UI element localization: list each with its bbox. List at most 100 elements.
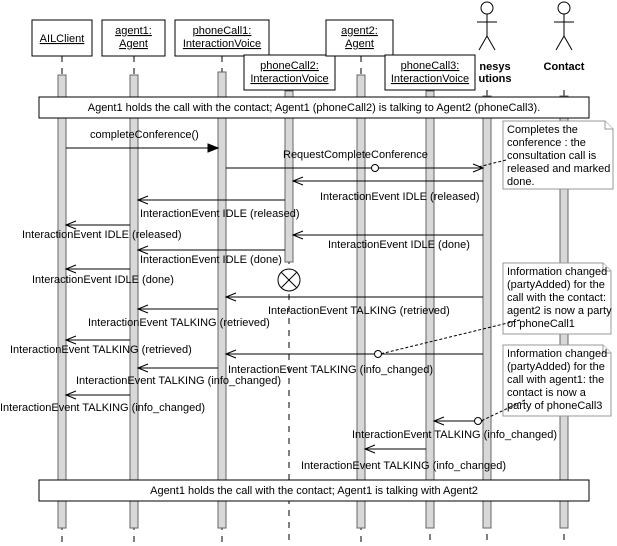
- message-2: RequestCompleteConference: [226, 149, 485, 173]
- participant-genesys-label: utions: [479, 73, 512, 85]
- note-3: Information changed(partyAdded) for thec…: [480, 344, 612, 422]
- note-2: Information changed(partyAdded) for thec…: [379, 262, 612, 355]
- participant-phonecall2-label: phoneCall2:: [260, 60, 319, 72]
- arrowhead-icon: [136, 245, 149, 255]
- top-banner-text: Agent1 holds the call with the contact; …: [88, 102, 541, 114]
- note-anchor-icon: [474, 417, 482, 425]
- message-label: InteractionEvent IDLE (released): [22, 229, 182, 241]
- participant-phonecall3-label: phoneCall3:: [401, 60, 460, 72]
- participant-agent2: agent2:Agent: [325, 19, 394, 57]
- message-9: InteractionEvent TALKING (retrieved): [224, 292, 483, 317]
- message-label: InteractionEvent IDLE (done): [328, 239, 470, 251]
- note-text: conference : the: [507, 137, 586, 149]
- message-7: InteractionEvent IDLE (done): [136, 245, 285, 266]
- participant-phonecall2-label: InteractionVoice: [250, 73, 328, 85]
- participant-phonecall1: phoneCall1:InteractionVoice: [174, 19, 270, 57]
- message-10: InteractionEvent TALKING (retrieved): [88, 304, 270, 329]
- note-anchor-icon: [374, 350, 382, 358]
- message-15: InteractionEvent TALKING (info_changed): [352, 416, 557, 441]
- note-text: of phoneCall1: [507, 318, 575, 330]
- arrowhead-icon: [207, 143, 220, 153]
- genesys-activation: [482, 95, 492, 529]
- note-text: (partyAdded) for the: [507, 279, 605, 291]
- arrowhead-icon: [64, 335, 77, 345]
- message-16: InteractionEvent TALKING (info_changed): [301, 444, 506, 472]
- message-6: InteractionEvent IDLE (done): [291, 230, 483, 251]
- arrowhead-icon: [472, 163, 485, 173]
- participant-phonecall3-label: InteractionVoice: [391, 73, 469, 85]
- participant-agent2-label: agent2:: [341, 25, 378, 37]
- message-label: InteractionEvent TALKING (retrieved): [10, 344, 192, 356]
- message-12: InteractionEvent TALKING (info_changed): [224, 349, 483, 376]
- participant-phonecall1-label: InteractionVoice: [183, 38, 261, 50]
- note-text: Completes the: [507, 124, 578, 136]
- bottom-banner-text: Agent1 holds the call with the contact; …: [150, 485, 478, 497]
- message-label: InteractionEvent TALKING (info_changed): [352, 429, 557, 441]
- message-label: InteractionEvent TALKING (retrieved): [268, 305, 450, 317]
- participant-genesys-label: nesys: [479, 61, 510, 73]
- top-banner: Agent1 holds the call with the contact; …: [38, 96, 590, 119]
- participant-agent2-label: Agent: [345, 38, 374, 50]
- note-anchor-icon: [371, 164, 379, 172]
- message-label: InteractionEvent IDLE (released): [320, 191, 480, 203]
- participant-aiclient: AILClient: [31, 19, 93, 57]
- message-label: InteractionEvent TALKING (info_changed): [0, 402, 205, 414]
- message-1: completeConference(): [66, 129, 220, 153]
- arrowhead-icon: [64, 264, 77, 274]
- arrowhead-icon: [136, 363, 149, 373]
- message-label: InteractionEvent TALKING (info_changed): [228, 364, 433, 376]
- arrowhead-icon: [224, 349, 237, 359]
- message-11: InteractionEvent TALKING (retrieved): [10, 335, 192, 356]
- arrowhead-icon: [136, 304, 149, 314]
- note-text: Information changed: [507, 348, 607, 360]
- phonecall2-activation: [284, 90, 294, 263]
- note-text: contact is now a: [507, 387, 587, 399]
- note-text: Information changed: [507, 266, 607, 278]
- message-label: InteractionEvent IDLE (released): [140, 208, 300, 220]
- message-label: InteractionEvent TALKING (retrieved): [88, 317, 270, 329]
- message-5: InteractionEvent IDLE (released): [22, 220, 182, 241]
- note-text: done.: [507, 176, 535, 188]
- participant-headers: AILClientagent1:AgentphoneCall1:Interact…: [31, 1, 585, 91]
- participant-contact-label: Contact: [544, 61, 585, 73]
- message-label: InteractionEvent IDLE (done): [140, 254, 282, 266]
- agent2-activation: [356, 74, 366, 529]
- participant-phonecall1-label: phoneCall1:: [193, 25, 252, 37]
- arrowhead-icon: [224, 292, 237, 302]
- arrowhead-icon: [64, 220, 77, 230]
- participant-phonecall3: phoneCall3:InteractionVoice: [384, 54, 476, 91]
- message-label: InteractionEvent IDLE (done): [32, 274, 174, 286]
- note-text: party of phoneCall3: [507, 400, 602, 412]
- participant-agent1-label: Agent: [119, 38, 148, 50]
- message-13: InteractionEvent TALKING (info_changed): [76, 363, 281, 387]
- message-14: InteractionEvent TALKING (info_changed): [0, 390, 205, 414]
- participant-agent1-label: agent1:: [115, 25, 152, 37]
- arrowhead-icon: [64, 390, 77, 400]
- message-label: InteractionEvent TALKING (info_changed): [301, 460, 506, 472]
- participant-phonecall2: phoneCall2:InteractionVoice: [243, 54, 336, 91]
- message-4: InteractionEvent IDLE (released): [136, 195, 300, 220]
- phonecall3-activation: [425, 90, 435, 529]
- aiclient-activation: [57, 74, 67, 529]
- messages: completeConference() RequestCompleteConfe…: [0, 129, 557, 472]
- arrowhead-icon: [291, 176, 304, 186]
- note-text: released and marked: [507, 163, 610, 175]
- participant-contact-actor-icon: Contact: [544, 1, 585, 73]
- message-label: completeConference(): [90, 129, 199, 141]
- destroy-icon: [277, 268, 301, 292]
- message-label: RequestCompleteConference: [283, 149, 428, 161]
- agent1-activation: [129, 74, 139, 529]
- note-text: consultation call is: [507, 150, 597, 162]
- note-text: call with agent1: the: [507, 374, 604, 386]
- phonecall1-activation: [217, 71, 227, 529]
- participant-agent1: agent1:Agent: [101, 19, 166, 57]
- participant-aiclient-label: AILClient: [40, 33, 85, 45]
- bottom-banner: Agent1 holds the call with the contact; …: [38, 479, 590, 502]
- note-text: call with the contact:: [507, 292, 606, 304]
- message-3: InteractionEvent IDLE (released): [291, 176, 483, 203]
- note-text: (partyAdded) for the: [507, 361, 605, 373]
- arrowhead-icon: [136, 195, 149, 205]
- arrowhead-icon: [363, 444, 376, 454]
- arrowhead-icon: [432, 416, 445, 426]
